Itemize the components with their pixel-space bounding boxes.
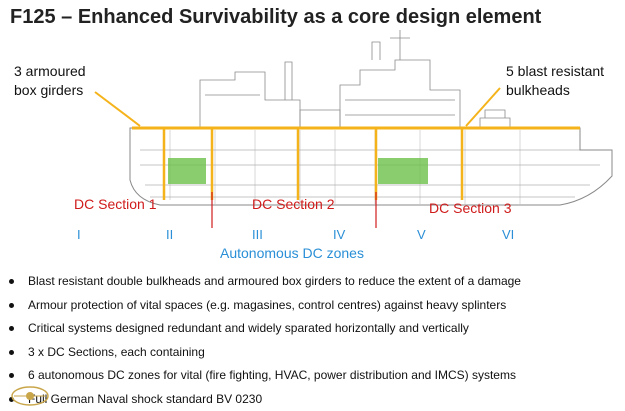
bullet-item: 3 x DC Sections, each containing	[6, 341, 521, 365]
dc-section-1-label: DC Section 1	[74, 196, 156, 212]
bullet-dot	[9, 303, 14, 308]
zone-label-2: II	[166, 227, 173, 242]
callout-left-pointer	[95, 92, 140, 126]
armour-space-aft	[378, 158, 428, 184]
bullet-item: Full German Naval shock standard BV 0230	[6, 388, 521, 411]
zone-label-6: VI	[502, 227, 514, 242]
zone-label-1: I	[77, 227, 81, 242]
zone-label-5: V	[417, 227, 426, 242]
bullet-dot	[9, 373, 14, 378]
bullet-dot	[9, 350, 14, 355]
bullet-item: 6 autonomous DC zones for vital (fire fi…	[6, 364, 521, 388]
bullet-text: Armour protection of vital spaces (e.g. …	[28, 298, 506, 312]
bullet-text: 3 x DC Sections, each containing	[28, 345, 205, 359]
zones-caption: Autonomous DC zones	[220, 245, 364, 261]
watermark-logo	[8, 382, 52, 410]
bullet-text: 6 autonomous DC zones for vital (fire fi…	[28, 368, 516, 382]
bullet-dot	[9, 279, 14, 284]
bullet-item: Critical systems designed redundant and …	[6, 317, 521, 341]
bullet-item: Armour protection of vital spaces (e.g. …	[6, 294, 521, 318]
zone-label-3: III	[252, 227, 263, 242]
bullet-text: Full German Naval shock standard BV 0230	[28, 392, 262, 406]
armour-space-forward	[168, 158, 206, 184]
dc-section-2-label: DC Section 2	[252, 196, 334, 212]
bullet-item: Blast resistant double bulkheads and arm…	[6, 270, 521, 294]
bullet-dot	[9, 326, 14, 331]
dc-section-3-label: DC Section 3	[429, 200, 511, 216]
bullet-text: Blast resistant double bulkheads and arm…	[28, 274, 521, 288]
callout-right-pointer	[466, 88, 500, 126]
zone-label-4: IV	[333, 227, 345, 242]
ship-superstructure	[200, 30, 510, 128]
bullet-list: Blast resistant double bulkheads and arm…	[6, 270, 521, 411]
bullet-text: Critical systems designed redundant and …	[28, 321, 469, 335]
ship-frames	[170, 130, 520, 204]
